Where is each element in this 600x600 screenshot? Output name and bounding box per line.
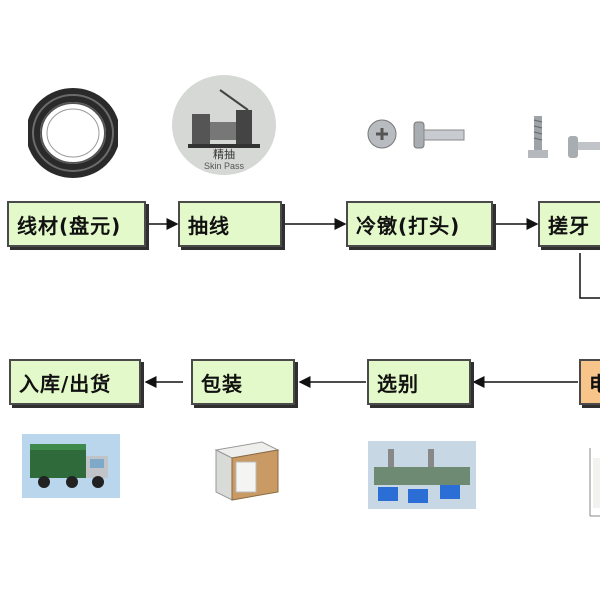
sorting-line-image (368, 441, 476, 509)
plating-equipment-image (587, 448, 600, 518)
rolled-screws-image (528, 112, 600, 162)
cold-heading-screws-image (360, 112, 470, 160)
process-packaging: 包装 (191, 359, 295, 405)
process-label: 入库/出货 (19, 371, 112, 396)
process-cold-heading: 冷镦(打头) (346, 201, 493, 247)
process-label: 电 (589, 368, 600, 397)
process-thread-rolling: 搓牙 (538, 201, 600, 247)
process-label: 搓牙 (548, 213, 590, 238)
machine-label-cn: 精抽 (213, 147, 235, 161)
machine-label-en: Skin Pass (204, 161, 245, 171)
process-label: 抽线 (188, 213, 230, 238)
process-label: 选别 (377, 371, 419, 396)
truck-image (22, 434, 120, 498)
wire-drawing-machine-image: 精抽 Skin Pass (170, 72, 278, 178)
process-plating: 电 (579, 359, 600, 405)
wire-coil-image (26, 88, 120, 178)
process-wire-drawing: 抽线 (178, 201, 282, 247)
process-sorting: 选别 (367, 359, 471, 405)
process-wire-rod: 线材(盘元) (7, 201, 146, 247)
process-label: 线材(盘元) (17, 213, 122, 238)
process-label: 冷镦(打头) (356, 213, 461, 238)
process-label: 包装 (201, 371, 243, 396)
process-warehouse-ship: 入库/出货 (9, 359, 141, 405)
carton-box-image (212, 440, 282, 502)
